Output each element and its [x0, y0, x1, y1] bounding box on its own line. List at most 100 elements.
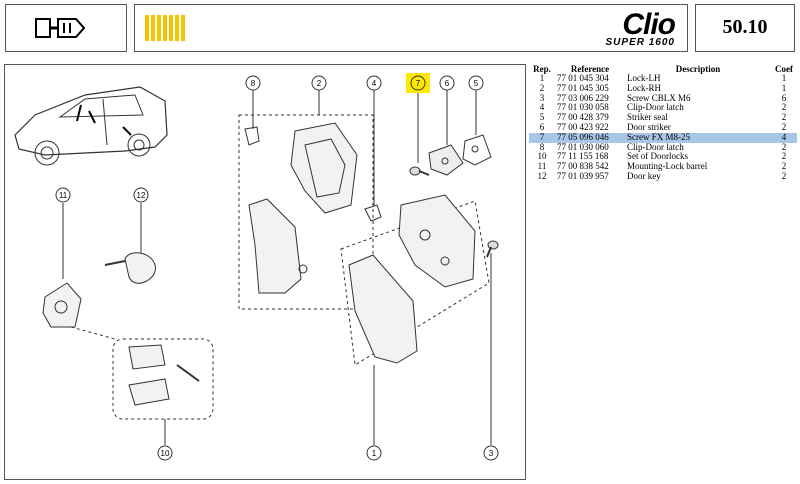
row-description: Set of Doorlocks [627, 151, 688, 162]
section-icon-box [5, 4, 127, 52]
row-rep: 7 [529, 132, 555, 143]
callout-5: 5 [468, 75, 484, 91]
row-reference: 77 00 423 922 [557, 121, 609, 132]
callout-2: 2 [311, 75, 327, 91]
callout-6: 6 [439, 75, 455, 91]
car-illustration [14, 86, 168, 166]
row-coef: 2 [781, 161, 787, 172]
column-rep: Rep. [533, 64, 551, 74]
page-code: 50.10 [722, 16, 768, 38]
row-rep: 5 [539, 112, 545, 123]
column-coef: Coef [775, 64, 793, 74]
table-row[interactable]: 6 77 00 423 922 Door striker 2 [529, 121, 797, 133]
row-rep: 12 [537, 170, 547, 181]
row-rep: 3 [539, 92, 545, 103]
row-rep: 8 [539, 141, 545, 152]
column-reference: Reference [570, 64, 610, 74]
door-striker [428, 144, 464, 176]
row-reference: 77 00 838 542 [557, 161, 609, 172]
svg-text:7: 7 [416, 79, 421, 88]
exploded-diagram: 8 2 4 7 6 5 11 12 10 1 3 [4, 64, 526, 480]
key-lock-icon [35, 18, 86, 38]
row-description: Door striker [627, 121, 671, 132]
row-reference: 77 00 428 379 [557, 112, 609, 123]
row-rep: 1 [539, 73, 545, 83]
mounting-lock-barrel [42, 282, 82, 328]
svg-text:2: 2 [317, 79, 322, 88]
svg-text:8: 8 [251, 79, 256, 88]
set-of-doorlocks [112, 338, 214, 420]
svg-text:3: 3 [489, 449, 494, 458]
callout-4: 4 [366, 75, 382, 91]
screw-cblx-m6 [486, 240, 499, 258]
callout-8: 8 [245, 75, 261, 91]
page-code-box: 50.10 [695, 4, 795, 52]
edition-name: SUPER 1600 [605, 37, 675, 48]
screw-fx-m8-25 [409, 166, 430, 176]
row-description: Lock-RH [627, 82, 661, 93]
row-reference: 77 01 030 060 [557, 141, 609, 152]
callout-11: 11 [55, 187, 71, 203]
row-description: Door key [627, 170, 661, 181]
callout-10: 10 [157, 445, 173, 461]
row-coef: 1 [781, 73, 787, 83]
row-description: Clip-Door latch [627, 102, 684, 113]
striker-seal [462, 134, 492, 166]
brand-logo: Clio SUPER 1600 [605, 8, 676, 49]
row-description: Lock-LH [627, 73, 661, 83]
lock-lh-assembly [340, 194, 490, 366]
svg-text:4: 4 [372, 79, 377, 88]
row-rep: 2 [539, 82, 545, 93]
row-coef: 2 [781, 121, 787, 132]
row-rep: 6 [539, 121, 545, 132]
row-coef: 6 [781, 92, 787, 103]
row-coef: 4 [771, 132, 797, 143]
row-reference: 77 01 045 304 [557, 73, 609, 83]
svg-text:11: 11 [59, 191, 68, 200]
callout-3: 3 [483, 445, 499, 461]
row-coef: 1 [781, 82, 787, 93]
column-description: Description [675, 64, 721, 74]
callout-12: 12 [133, 187, 149, 203]
row-description: Striker seal [627, 112, 668, 123]
catalog-title-box: Clio SUPER 1600 [134, 4, 688, 52]
table-row[interactable]: 1 77 01 045 304 Lock-LH 1 [529, 73, 797, 84]
row-coef: 2 [781, 102, 787, 113]
parts-table: Rep. Reference Description Coef 1 77 01 0… [529, 64, 797, 182]
svg-text:10: 10 [161, 449, 170, 458]
callout-1: 1 [366, 445, 382, 461]
row-reference: 77 03 006 229 [557, 92, 609, 103]
table-row[interactable]: 4 77 01 030 058 Clip-Door latch 2 [529, 103, 797, 113]
svg-text:1: 1 [372, 449, 377, 458]
door-key [104, 252, 156, 284]
table-row[interactable]: 2 77 01 045 305 Lock-RH 1 [529, 82, 797, 94]
row-coef: 2 [781, 141, 787, 152]
row-reference: 77 01 045 305 [557, 82, 609, 93]
callout-7: 7 [406, 73, 430, 93]
row-reference: 77 01 030 058 [557, 102, 609, 113]
table-row[interactable]: 11 77 00 838 542 Mounting-Lock barrel 2 [529, 161, 797, 172]
row-reference: 77 11 155 168 [557, 151, 609, 162]
row-description: Mounting-Lock barrel [627, 161, 708, 172]
parts-table-header: Rep. Reference Description Coef [529, 64, 797, 74]
row-coef: 2 [781, 112, 787, 123]
row-description: Screw FX M8-25 [625, 132, 771, 143]
row-rep: 11 [537, 161, 547, 172]
row-reference: 77 01 039 957 [557, 170, 609, 181]
row-coef: 2 [781, 151, 787, 162]
svg-text:5: 5 [474, 79, 479, 88]
model-name: Clio [622, 8, 676, 41]
row-coef: 2 [781, 170, 787, 181]
clip-door-latch-8 [244, 126, 260, 146]
row-rep: 4 [539, 102, 545, 113]
clip-door-latch-4 [364, 204, 382, 222]
lock-rh-assembly [238, 114, 374, 310]
brand-stripes [145, 15, 185, 41]
svg-text:6: 6 [445, 79, 450, 88]
table-row[interactable]: 5 77 00 428 379 Striker seal 2 [529, 112, 797, 123]
table-row[interactable]: 12 77 01 039 957 Door key 2 [529, 170, 797, 182]
